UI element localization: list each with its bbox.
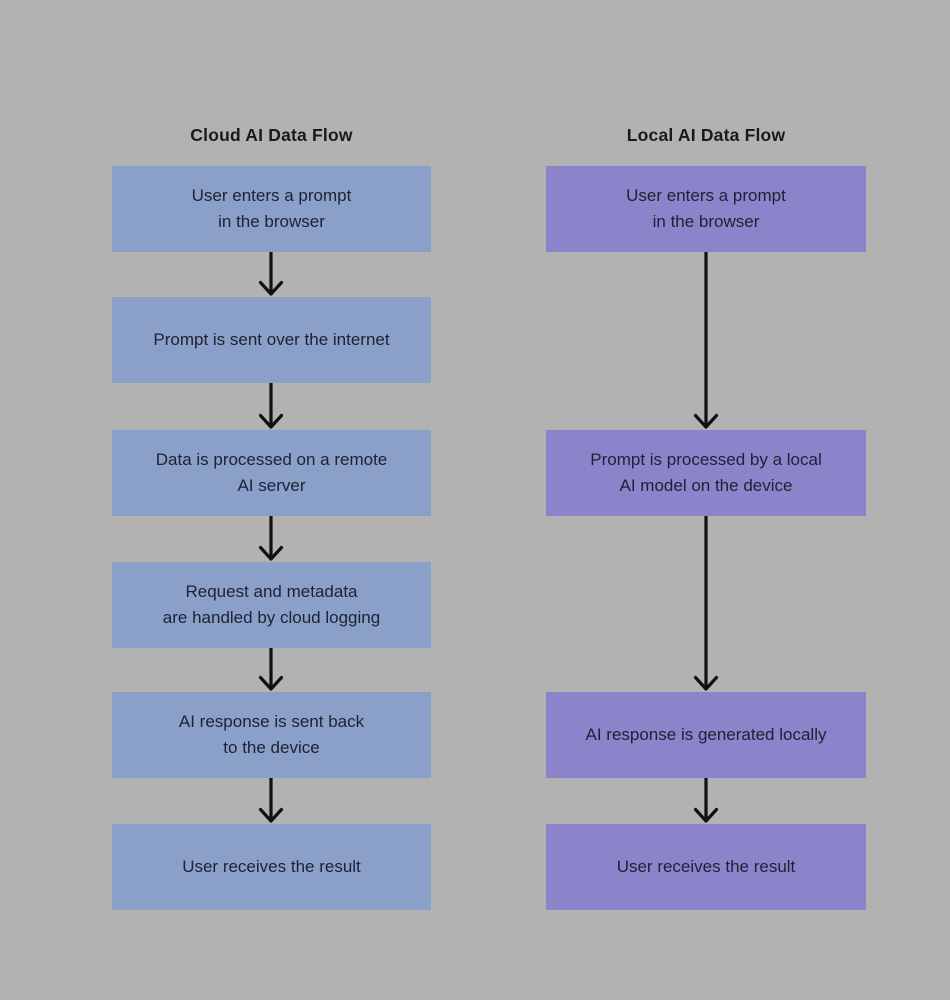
local-node-3: AI response is generated locally <box>546 692 866 778</box>
cloud-arrow-1-icon <box>258 252 284 296</box>
cloud-node-4: Request and metadata are handled by clou… <box>112 562 431 648</box>
cloud-arrow-2-icon <box>258 383 284 429</box>
cloud-column-title: Cloud AI Data Flow <box>190 125 353 145</box>
local-arrow-3-icon <box>693 778 719 823</box>
local-column-title: Local AI Data Flow <box>626 125 786 145</box>
cloud-node-1: User enters a prompt in the browser <box>112 166 431 252</box>
cloud-node-5: AI response is sent back to the device <box>112 692 431 778</box>
cloud-arrow-4-icon <box>258 648 284 691</box>
cloud-node-2: Prompt is sent over the internet <box>112 297 431 383</box>
local-arrow-2-icon <box>693 516 719 691</box>
cloud-arrow-5-icon <box>258 778 284 823</box>
cloud-node-3: Data is processed on a remote AI server <box>112 430 431 516</box>
local-node-4: User receives the result <box>546 824 866 910</box>
cloud-arrow-3-icon <box>258 516 284 561</box>
local-arrow-1-icon <box>693 252 719 429</box>
local-node-1: User enters a prompt in the browser <box>546 166 866 252</box>
cloud-node-6: User receives the result <box>112 824 431 910</box>
local-node-2: Prompt is processed by a local AI model … <box>546 430 866 516</box>
